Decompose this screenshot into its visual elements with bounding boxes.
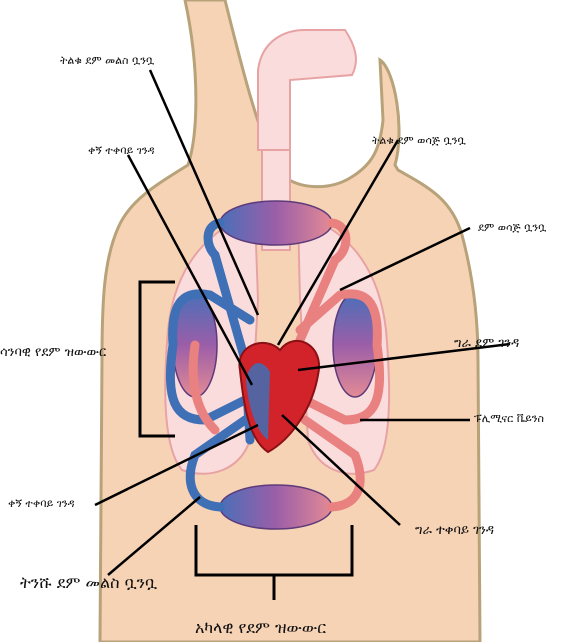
label-right-ventricle: ቀኝ ተቀባይ ገንዳ bbox=[8, 498, 74, 509]
label-pulmonary-circulation: ሳንባዊ የደም ዝውውር bbox=[0, 346, 106, 359]
label-pulmonary-veins: ፑሊሚናር ቬይንስ bbox=[474, 413, 544, 424]
lower-capillary-bed bbox=[220, 485, 332, 529]
label-systemic-circulation: አካላዊ የደም ዝውውር bbox=[195, 620, 326, 636]
label-right-atrium: ቀኝ ተቀባይ ገንዳ bbox=[88, 145, 154, 156]
label-superior-vena-cava: ትልቁ ደም መልስ ቧንቧ bbox=[60, 55, 154, 66]
label-aorta: ትልቁ ደም ወሳጅ ቧንቧ bbox=[372, 135, 466, 146]
label-artery: ደም ወሳጅ ቧንቧ bbox=[478, 222, 546, 233]
label-left-ventricle: ግራ ደም ገንዳ bbox=[454, 337, 519, 350]
label-inferior-vena-cava: ትንሹ ደም መልስ ቧንቧ bbox=[20, 575, 157, 591]
airway bbox=[258, 30, 356, 150]
label-left-atrium: ግራ ተቀባይ ገንዳ bbox=[415, 524, 494, 537]
upper-capillary-bed bbox=[220, 201, 332, 245]
